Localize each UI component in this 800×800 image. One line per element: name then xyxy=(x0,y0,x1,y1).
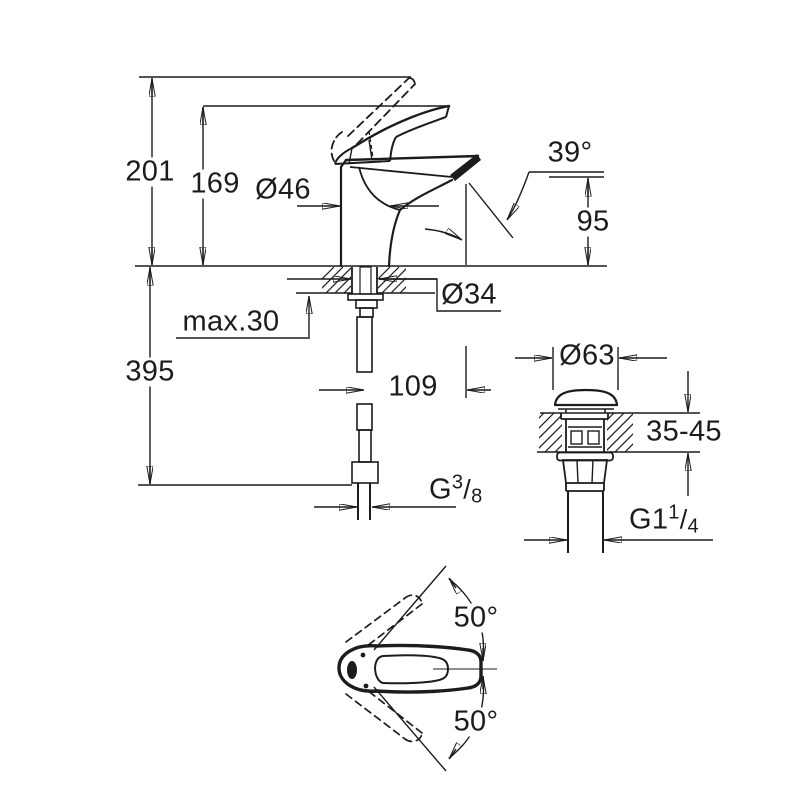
hose-connector-nut xyxy=(351,461,379,484)
dim-body-diameter-label: Ø46 xyxy=(253,173,313,206)
dim-drain-cap-diameter-label: Ø63 xyxy=(557,339,617,372)
dim-spout-angle-label: 39° xyxy=(545,136,595,169)
aerator xyxy=(450,154,481,181)
dim-height-handle-label: 169 xyxy=(188,167,242,200)
handle-outline xyxy=(337,643,483,694)
handle-logo-mark xyxy=(347,661,357,679)
faucet-supply-hose xyxy=(347,266,384,520)
dim-swing-down-angle-label: 50° xyxy=(451,705,501,738)
drain-mounting-nut xyxy=(561,459,609,484)
handle-lever xyxy=(350,104,451,150)
handle-top-view xyxy=(337,565,497,772)
drain-valve-section xyxy=(537,388,700,553)
dim-deck-thickness-label: max.30 xyxy=(180,305,282,338)
dim-outlet-height-label: 95 xyxy=(574,205,612,238)
dim-hose-depth-label: 395 xyxy=(123,355,177,388)
dim-drain-deck-range-label: 35-45 xyxy=(644,415,724,448)
supply-thread-size-label: G3/8 xyxy=(427,471,485,508)
dim-swing-up-angle-label: 50° xyxy=(451,601,501,634)
dim-height-overall-label: 201 xyxy=(123,155,177,188)
dim-hole-diameter-label: Ø34 xyxy=(439,278,499,311)
waste-thread-size-label: G11/4 xyxy=(627,501,701,538)
dim-spout-reach-label: 109 xyxy=(386,370,440,403)
dimension-lines xyxy=(135,76,713,540)
handle-swing-dashed xyxy=(345,594,423,743)
handle-raised-dashed xyxy=(330,77,416,162)
drain-push-cap xyxy=(553,388,619,407)
deck-section-hatch xyxy=(296,267,435,294)
faucet-front-view xyxy=(330,77,481,268)
